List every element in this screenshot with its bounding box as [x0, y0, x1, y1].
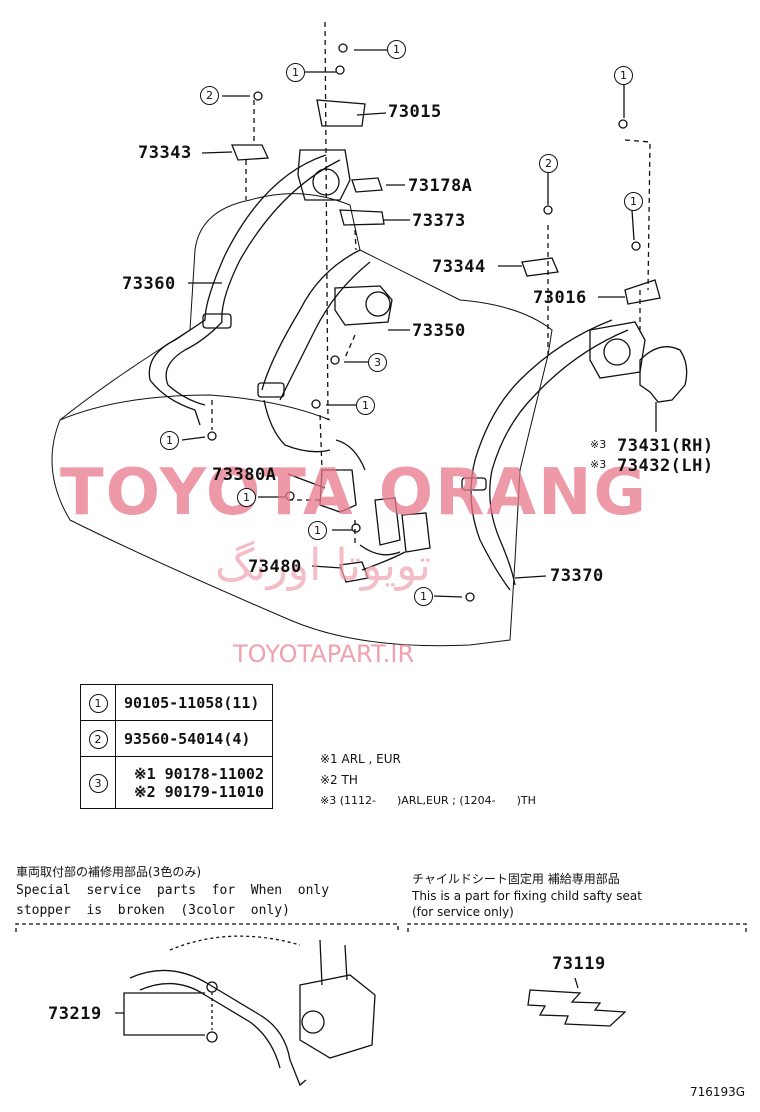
- part-73373: 73373: [412, 211, 466, 231]
- right-section-title-jp: チャイルドシート固定用 補給専用部品: [412, 872, 620, 886]
- callout-1-right-top: 1: [614, 66, 633, 85]
- callout-1-right-mid: 1: [624, 192, 643, 211]
- part-73219: 73219: [48, 1004, 102, 1024]
- legend-row: 1 90105-11058(11): [80, 684, 273, 721]
- legend-part: 90105-11058(11): [115, 684, 273, 721]
- legend-mark: 1: [88, 693, 108, 713]
- part-73480: 73480: [248, 557, 302, 577]
- part-73015: 73015: [388, 102, 442, 122]
- watermark-arabic: تویوتا اورنگ: [215, 540, 431, 591]
- note3-marker-lh: ※3: [590, 458, 607, 471]
- callout-1-center: 1: [356, 396, 375, 415]
- legend-mark: 2: [88, 729, 108, 749]
- part-73343: 73343: [138, 143, 192, 163]
- callout-1-top: 1: [387, 40, 406, 59]
- right-section-desc-2: (for service only): [412, 905, 514, 919]
- part-73016: 73016: [533, 288, 587, 308]
- watermark-url: TOYOTAPART.IR: [233, 640, 415, 668]
- fastener-legend-table: 1 90105-11058(11) 2 93560-54014(4) 3 ※1 …: [80, 684, 273, 809]
- legend-mark: 3: [88, 773, 108, 793]
- note-3: ※3 (1112- )ARL,EUR ; (1204- )TH: [320, 794, 536, 807]
- callout-2-left: 2: [200, 86, 219, 105]
- part-73360: 73360: [122, 274, 176, 294]
- note-2: ※2 TH: [320, 773, 358, 787]
- illustration-code: 716193G: [690, 1085, 746, 1099]
- part-73119: 73119: [552, 954, 606, 974]
- callout-1-buckle: 1: [237, 488, 256, 507]
- legend-part: 93560-54014(4): [115, 720, 273, 757]
- part-73178a: 73178A: [408, 176, 473, 196]
- part-73344: 73344: [432, 257, 486, 277]
- part-73350: 73350: [412, 321, 466, 341]
- part-73380a: 73380A: [212, 465, 277, 485]
- callout-3-center: 3: [368, 353, 387, 372]
- callout-2-right: 2: [539, 154, 558, 173]
- legend-row: 3 ※1 90178-11002 ※2 90179-11010: [80, 756, 273, 809]
- callout-1-buckle-low: 1: [308, 521, 327, 540]
- note3-marker-rh: ※3: [590, 438, 607, 451]
- watermark-brand: TOYOTA ORANG: [60, 456, 649, 530]
- left-section-title-jp: 車両取付部の補修用部品(3色のみ): [16, 865, 201, 879]
- left-section-desc-1: Special service parts for When only: [16, 883, 330, 898]
- legend-part: ※2 90179-11010: [134, 782, 264, 801]
- legend-row: 2 93560-54014(4): [80, 720, 273, 757]
- part-73431: 73431(RH): [617, 436, 714, 456]
- callout-1-left-low: 1: [160, 431, 179, 450]
- callout-1-upper: 1: [286, 63, 305, 82]
- note-1: ※1 ARL , EUR: [320, 752, 401, 766]
- part-73432: 73432(LH): [617, 456, 714, 476]
- callout-1-right-low: 1: [414, 587, 433, 606]
- right-section-desc-1: This is a part for fixing child safty se…: [412, 889, 642, 903]
- legend-part: ※1 90178-11002: [134, 764, 264, 783]
- left-section-desc-2: stopper is broken (3color only): [16, 903, 290, 918]
- part-73370: 73370: [550, 566, 604, 586]
